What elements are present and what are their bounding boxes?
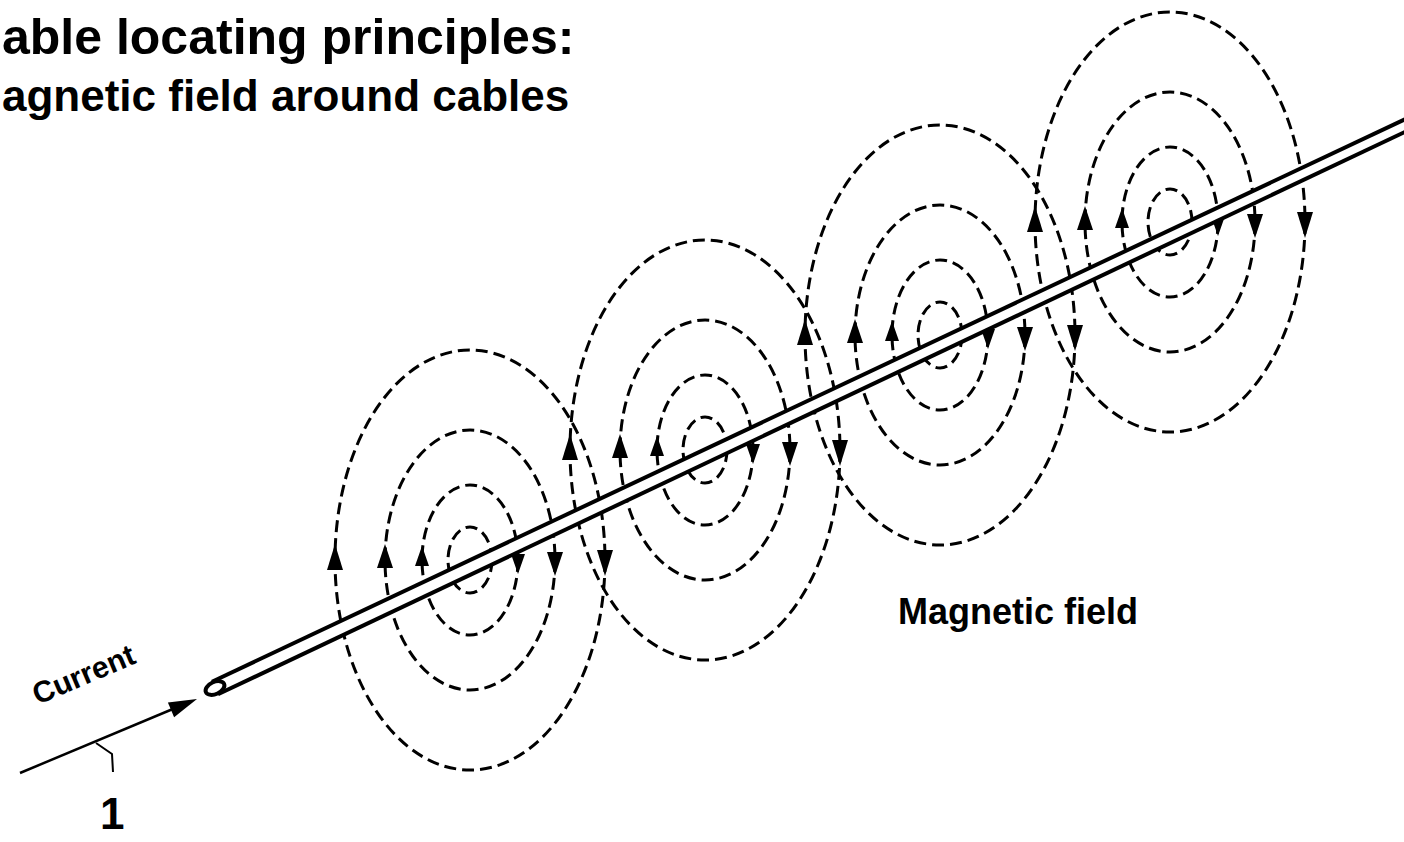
leader-line: [96, 743, 113, 772]
current-arrowhead: [168, 699, 197, 717]
cable-body: [212, 117, 1404, 694]
field-loops: [1027, 12, 1313, 432]
field-label: Magnetic field: [898, 594, 1138, 630]
cable-edge: [212, 117, 1404, 682]
current-arrow: [20, 706, 180, 773]
title: able locating principles:: [2, 12, 574, 62]
callout-number: 1: [100, 792, 124, 836]
cable-edge: [218, 130, 1404, 695]
cable-end: [203, 678, 226, 697]
current-label: Current: [28, 640, 139, 710]
field-loops: [797, 125, 1083, 545]
subtitle: agnetic field around cables: [2, 74, 569, 118]
